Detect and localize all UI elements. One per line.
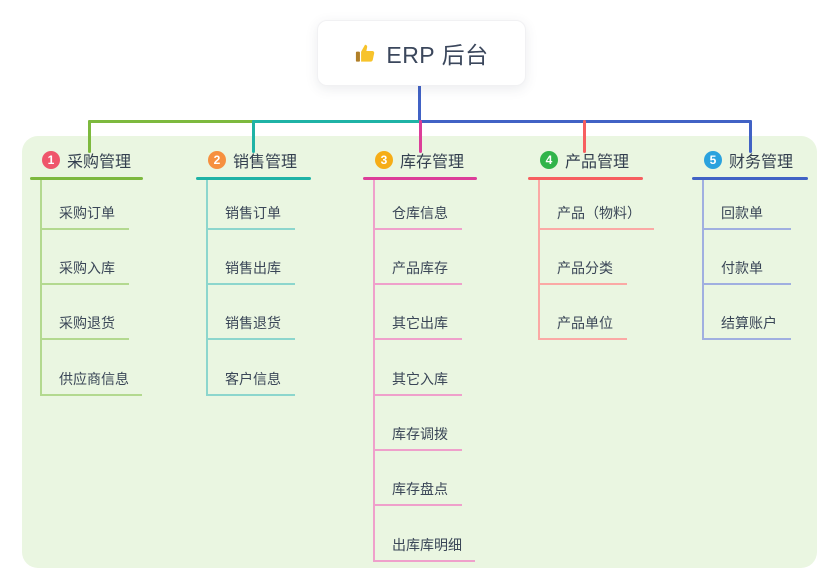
branch-node-产品管理[interactable]: 4 产品管理 xyxy=(540,149,629,171)
branch-node-采购管理[interactable]: 1 采购管理 xyxy=(42,149,131,171)
branch-number-badge: 4 xyxy=(540,151,558,169)
child-node-结算账户[interactable]: 结算账户 xyxy=(704,285,791,341)
branch-title: 财务管理 xyxy=(729,154,794,171)
root-node-label: ERP 后台 xyxy=(386,42,489,68)
branch-underline xyxy=(692,177,808,180)
branch-node-库存管理[interactable]: 3 库存管理 xyxy=(375,149,464,171)
child-node-付款单[interactable]: 付款单 xyxy=(704,230,791,285)
thumbs-up-icon xyxy=(354,42,377,65)
child-node-回款单[interactable]: 回款单 xyxy=(704,180,791,230)
child-node-产品分类[interactable]: 产品分类 xyxy=(540,230,627,285)
child-node-采购入库[interactable]: 采购入库 xyxy=(42,230,129,285)
child-node-仓库信息[interactable]: 仓库信息 xyxy=(375,180,462,230)
branch-number-badge: 5 xyxy=(704,151,722,169)
branch-number-badge: 1 xyxy=(42,151,60,169)
branch-node-财务管理[interactable]: 5 财务管理 xyxy=(704,149,793,171)
child-node-采购订单[interactable]: 采购订单 xyxy=(42,180,129,230)
branch-drop-line-3 xyxy=(419,120,422,153)
child-node-产品单位[interactable]: 产品单位 xyxy=(540,285,627,341)
child-node-产品（物料）[interactable]: 产品（物料） xyxy=(540,180,654,230)
branch-drop-line-1 xyxy=(88,120,91,153)
branch-children-采购管理: 采购订单采购入库采购退货供应商信息 xyxy=(40,180,142,396)
child-node-客户信息[interactable]: 客户信息 xyxy=(208,340,295,396)
child-node-销售退货[interactable]: 销售退货 xyxy=(208,285,295,341)
branch-number-badge: 3 xyxy=(375,151,393,169)
child-node-库存盘点[interactable]: 库存盘点 xyxy=(375,451,462,507)
root-stem-line xyxy=(417,84,421,122)
branch-children-财务管理: 回款单付款单结算账户 xyxy=(702,180,791,341)
child-node-产品库存[interactable]: 产品库存 xyxy=(375,230,462,285)
branch-title: 产品管理 xyxy=(565,154,630,171)
branch-children-库存管理: 仓库信息产品库存其它出库其它入库库存调拨库存盘点出库库明细 xyxy=(373,180,475,562)
branch-title: 销售管理 xyxy=(233,154,298,171)
spine-segment-1 xyxy=(88,120,254,123)
root-node[interactable]: ERP 后台 xyxy=(317,20,526,86)
branch-drop-line-4 xyxy=(583,120,586,153)
child-node-出库库明细[interactable]: 出库库明细 xyxy=(375,506,475,562)
branch-number-badge: 2 xyxy=(208,151,226,169)
branches-panel xyxy=(22,136,817,568)
branch-node-销售管理[interactable]: 2 销售管理 xyxy=(208,149,297,171)
branch-children-产品管理: 产品（物料）产品分类产品单位 xyxy=(538,180,654,341)
branch-drop-line-5 xyxy=(749,120,752,153)
child-node-其它出库[interactable]: 其它出库 xyxy=(375,285,462,341)
spine-segment-2 xyxy=(252,120,421,123)
child-node-销售订单[interactable]: 销售订单 xyxy=(208,180,295,230)
child-node-供应商信息[interactable]: 供应商信息 xyxy=(42,340,142,396)
branch-children-销售管理: 销售订单销售出库销售退货客户信息 xyxy=(206,180,295,396)
branch-underline xyxy=(363,177,477,180)
branch-title: 库存管理 xyxy=(400,154,465,171)
child-node-采购退货[interactable]: 采购退货 xyxy=(42,285,129,341)
child-node-销售出库[interactable]: 销售出库 xyxy=(208,230,295,285)
branch-underline xyxy=(196,177,311,180)
branch-drop-line-2 xyxy=(252,120,255,153)
child-node-库存调拨[interactable]: 库存调拨 xyxy=(375,396,462,452)
branch-underline xyxy=(528,177,643,180)
child-node-其它入库[interactable]: 其它入库 xyxy=(375,340,462,396)
branch-underline xyxy=(30,177,143,180)
branch-title: 采购管理 xyxy=(67,154,132,171)
